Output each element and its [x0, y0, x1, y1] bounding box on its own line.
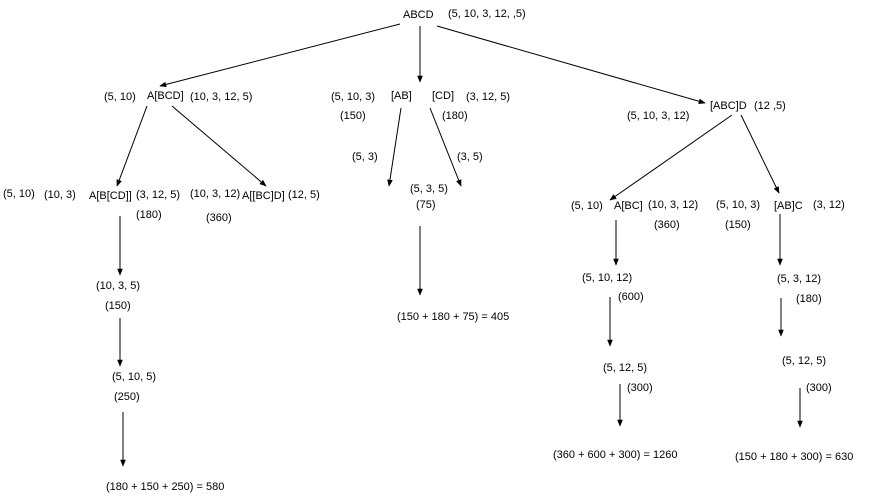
left-child1-label: A[B[CD]]: [89, 190, 132, 202]
left-step2-cost: (250): [114, 391, 140, 403]
right-b2-cost-left: (150): [725, 219, 751, 231]
edge-root-left: [159, 23, 401, 88]
right-b1-step2-dims: (5, 12, 5): [603, 362, 648, 374]
left-child2-label: A[[BC]D]: [242, 190, 285, 202]
edge-right-branch1: [609, 114, 733, 201]
left-child1-cost: (180): [136, 209, 162, 221]
root-dims: (5, 10, 3, 12, ,5): [448, 8, 526, 20]
right-b1-step1-dims: (5, 10, 12): [582, 272, 633, 284]
root-label: ABCD: [403, 9, 434, 21]
left-child2-cost: (360): [206, 212, 232, 224]
left-step1-cost: (150): [105, 300, 131, 312]
middle-label-ab: [AB]: [391, 90, 412, 102]
middle-edge-right-label: (3, 5): [457, 151, 483, 163]
right-b1-dims-1: (5, 10): [571, 200, 603, 212]
left-child1-dims: (3, 12, 5): [136, 189, 181, 201]
right-dims-right: (12 ,5): [754, 100, 786, 112]
edge-right-branch2: [740, 114, 780, 194]
middle-cost-left: (150): [340, 110, 366, 122]
edge-left-child2: [171, 105, 267, 187]
left-child1-dims-2: (10, 3): [44, 189, 76, 201]
middle-cost-right: (180): [442, 110, 468, 122]
right-label: [ABC]D: [710, 100, 747, 112]
edge-root-right: [436, 25, 706, 104]
right-b1-cost: (360): [654, 219, 680, 231]
left-dims-right: (10, 3, 12, 5): [190, 91, 253, 103]
right-dims-left: (5, 10, 3, 12): [627, 110, 690, 122]
middle-merge-cost: (75): [416, 199, 436, 211]
middle-dims-right: (3, 12, 5): [466, 91, 511, 103]
right-b1-label: A[BC]: [614, 200, 643, 212]
left-child2-dims: (10, 3, 12): [190, 188, 241, 200]
right-b2-label: [AB]C: [774, 200, 803, 212]
middle-dims-left: (5, 10, 3): [331, 91, 376, 103]
right-b1-step1-cost: (600): [618, 291, 644, 303]
left-step1-dims: (10, 3, 5): [96, 280, 141, 292]
edge-middle-right: [429, 107, 462, 187]
middle-merge-dims: (5, 3, 5): [410, 183, 448, 195]
right-b1-step2-cost: (300): [627, 382, 653, 394]
right-b1-dims-2: (10, 3, 12): [648, 199, 699, 211]
right-b2-dims-1: (5, 10, 3): [716, 199, 761, 211]
right-b2-step1-cost: (180): [796, 293, 822, 305]
right-b2-step1-dims: (5, 3, 12): [777, 273, 822, 285]
middle-label-cd: [CD]: [432, 90, 454, 102]
right-b2-total: (150 + 180 + 300) = 630: [735, 451, 854, 463]
left-child2-dims-right: (12, 5): [288, 189, 320, 201]
left-step2-dims: (5, 10, 5): [112, 371, 157, 383]
right-b2-dims-2: (3, 12): [813, 199, 845, 211]
left-child1-dims-1: (5, 10): [3, 188, 35, 200]
left-dims-left: (5, 10): [104, 91, 136, 103]
left-label: A[BCD]: [147, 90, 184, 102]
right-b2-step2-cost: (300): [806, 382, 832, 394]
edge-left-child1: [116, 105, 148, 187]
middle-edge-left-label: (5, 3): [352, 151, 378, 163]
middle-total: (150 + 180 + 75) = 405: [397, 311, 510, 323]
edge-middle-left: [387, 107, 402, 187]
right-b1-total: (360 + 600 + 300) = 1260: [553, 449, 678, 461]
right-b2-step2-dims: (5, 12, 5): [782, 355, 827, 367]
left-total: (180 + 150 + 250) = 580: [106, 481, 225, 493]
